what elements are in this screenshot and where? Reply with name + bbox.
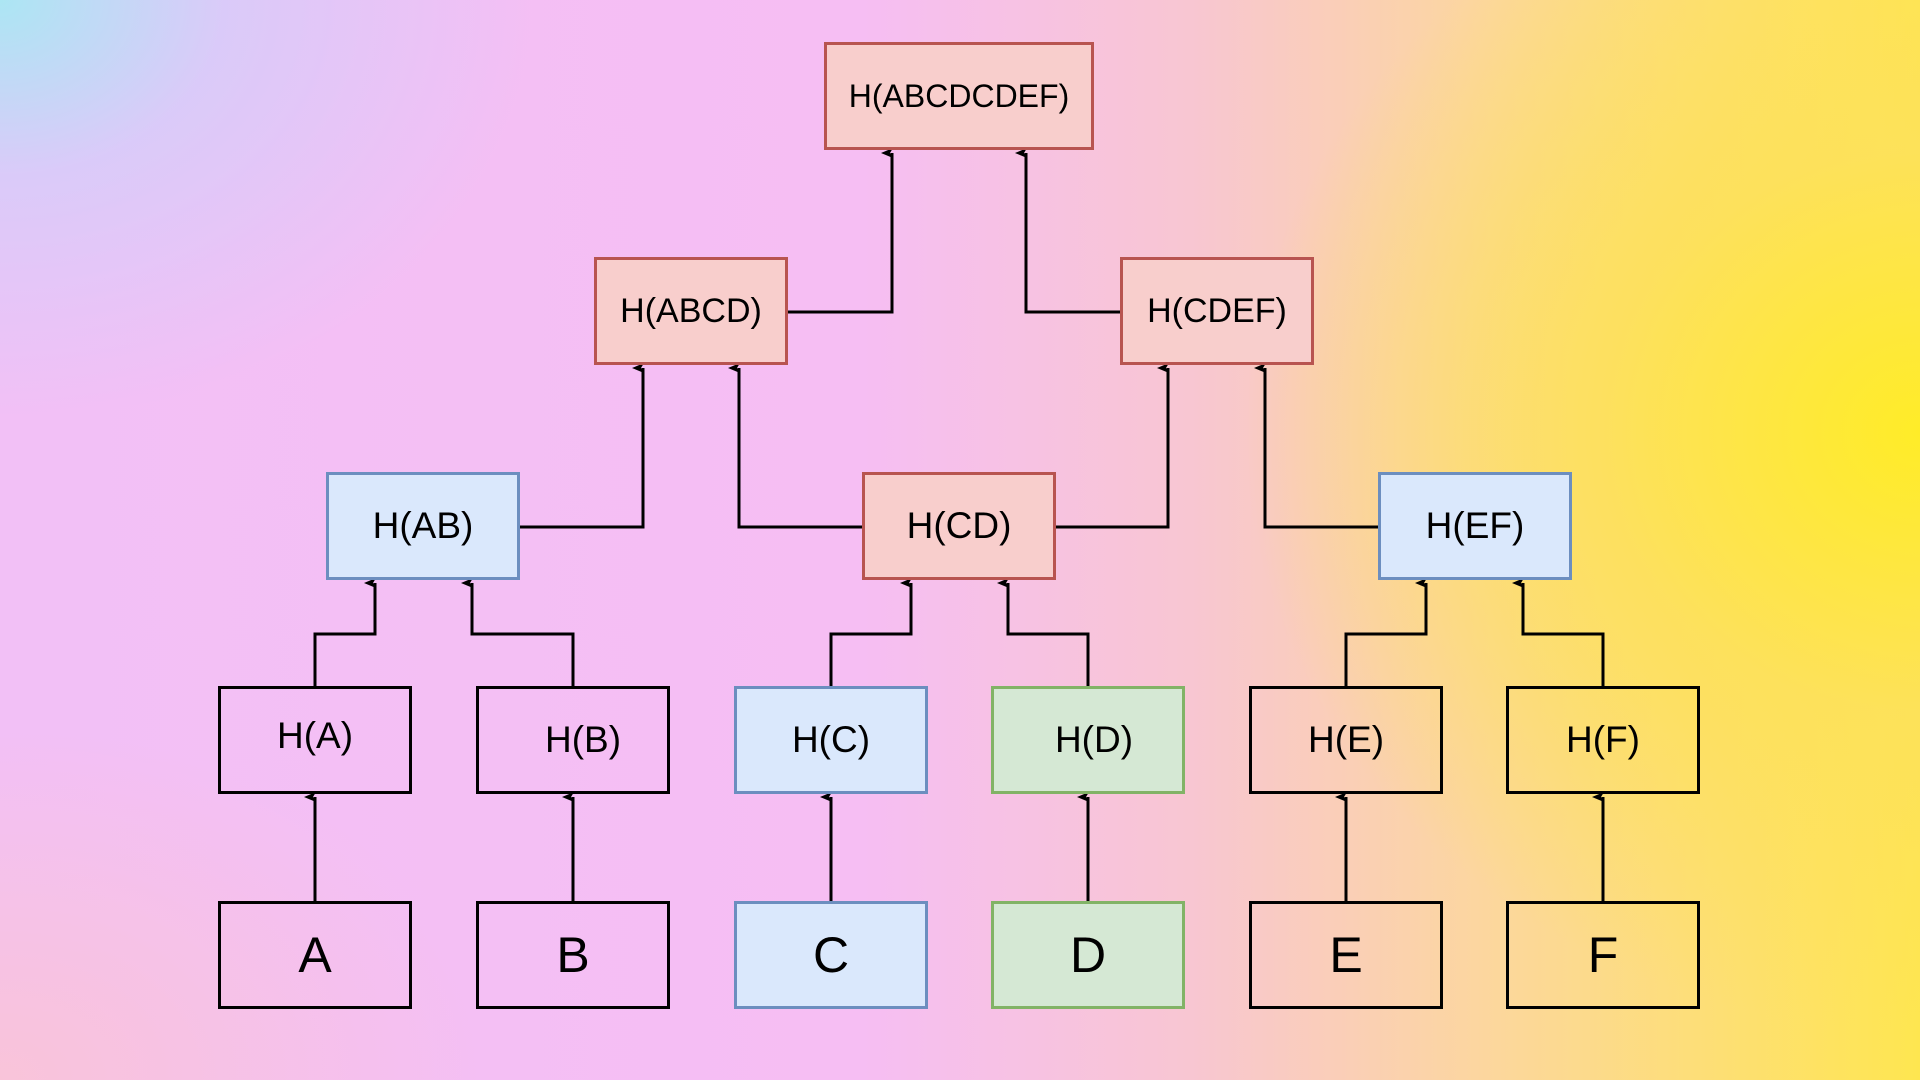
data-block-f[interactable]: F — [1506, 901, 1700, 1009]
node-label: H(ABCD) — [620, 291, 762, 330]
edge-ef-to-cdef — [1254, 363, 1378, 529]
node-label: H(AB) — [372, 505, 474, 546]
data-block-e[interactable]: E — [1249, 901, 1443, 1009]
edge-hd-to-cd — [997, 578, 1090, 686]
hash-node-b[interactable]: H(B) — [476, 686, 670, 794]
node-label: H(CDEF) — [1147, 291, 1287, 330]
node-label: H(ABCDCDEF) — [848, 77, 1070, 114]
hash-node-cd[interactable]: H(CD) — [862, 472, 1056, 580]
node-label: H(F) — [1566, 719, 1640, 760]
hash-node-cdef[interactable]: H(CDEF) — [1120, 257, 1314, 365]
edge-hb-to-ab — [461, 578, 575, 686]
node-label: H(EF) — [1425, 505, 1525, 546]
node-label: H(B) — [544, 719, 622, 760]
hash-node-abcd[interactable]: H(ABCD) — [594, 257, 788, 365]
node-label: F — [1587, 927, 1619, 983]
node-label: C — [812, 927, 850, 983]
node-label: H(A) — [276, 715, 354, 756]
root-hash-node[interactable]: H(ABCDCDEF) — [824, 42, 1094, 150]
hash-node-a[interactable]: H(A) — [218, 686, 412, 794]
data-block-b[interactable]: B — [476, 901, 670, 1009]
hash-node-c[interactable]: H(C) — [734, 686, 928, 794]
node-label: H(C) — [791, 719, 871, 760]
edge-cdef-to-root — [1015, 148, 1120, 314]
data-block-a[interactable]: A — [218, 901, 412, 1009]
edge-hf-to-ef — [1512, 578, 1605, 686]
edge-cd-to-cdef — [1056, 363, 1170, 529]
hash-node-d[interactable]: H(D) — [991, 686, 1185, 794]
data-block-c[interactable]: C — [734, 901, 928, 1009]
edge-cd-to-abcd — [728, 363, 862, 529]
hash-node-f[interactable]: H(F) — [1506, 686, 1700, 794]
node-label: D — [1069, 927, 1107, 983]
node-label: H(E) — [1307, 719, 1385, 760]
hash-node-ab[interactable]: H(AB) — [326, 472, 520, 580]
edge-ha-to-ab — [313, 578, 377, 686]
data-block-d[interactable]: D — [991, 901, 1185, 1009]
edge-hc-to-cd — [829, 578, 913, 686]
node-label: H(D) — [1054, 719, 1134, 760]
edge-ab-to-abcd — [520, 363, 645, 529]
node-label: B — [556, 927, 590, 983]
edge-he-to-ef — [1344, 578, 1428, 686]
node-label: A — [298, 927, 332, 983]
node-label: E — [1329, 927, 1363, 983]
hash-node-ef[interactable]: H(EF) — [1378, 472, 1572, 580]
edge-abcd-to-root — [788, 148, 894, 314]
hash-node-e[interactable]: H(E) — [1249, 686, 1443, 794]
node-label: H(CD) — [906, 505, 1012, 546]
